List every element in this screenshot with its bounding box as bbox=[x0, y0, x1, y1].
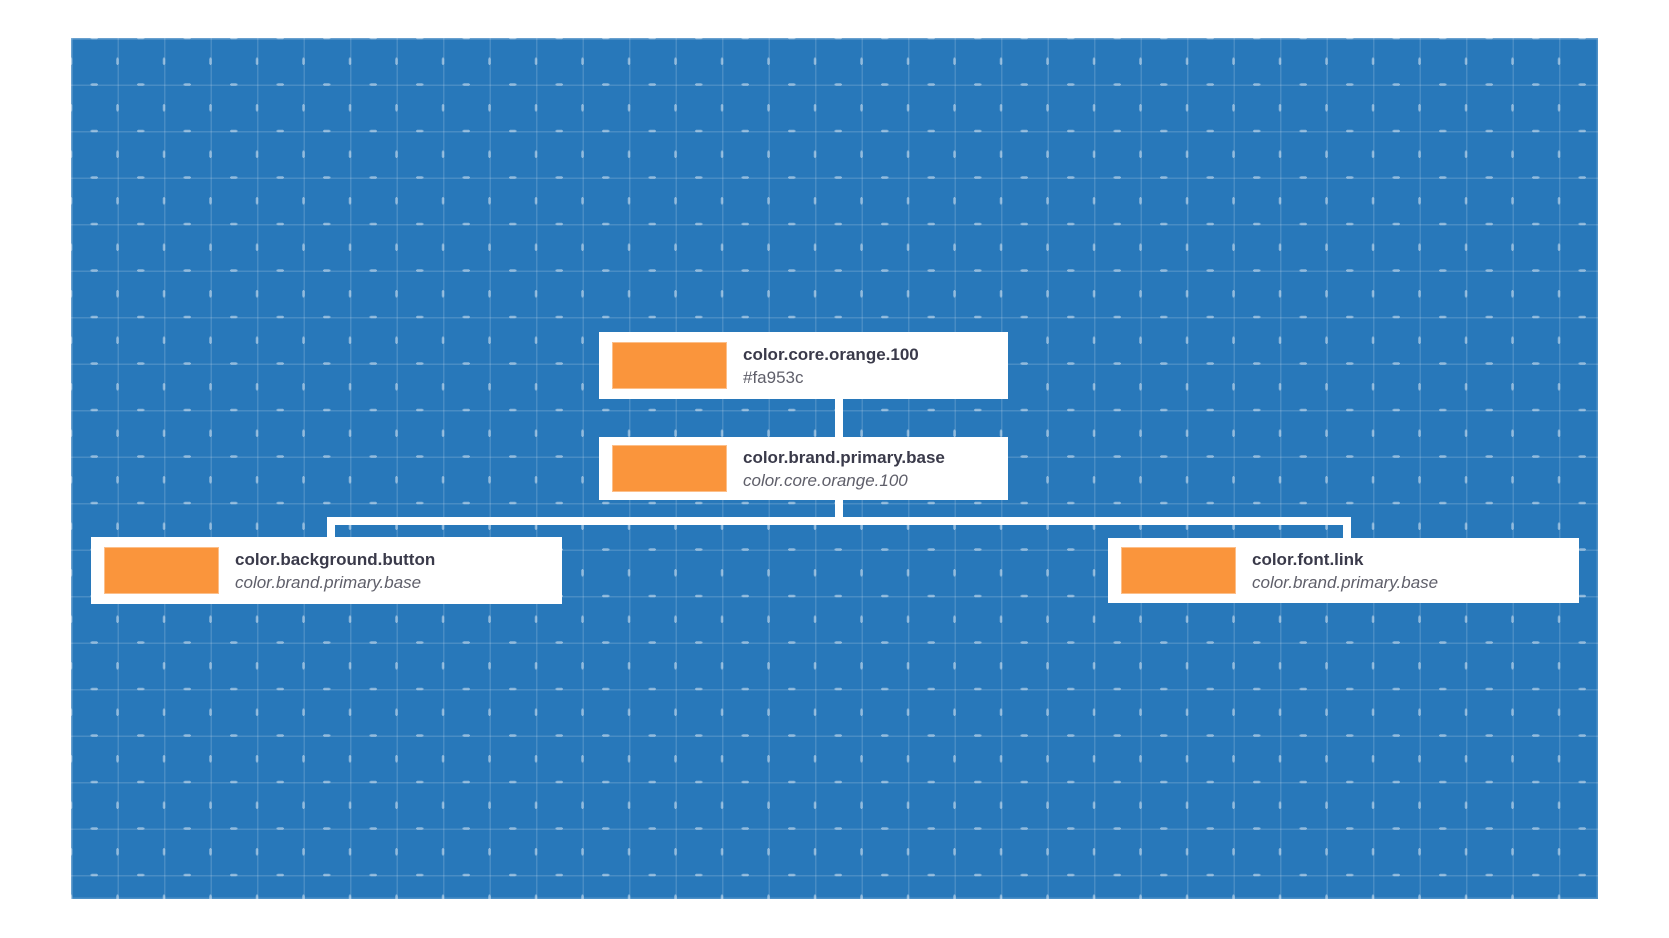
connector-drop-left-child bbox=[327, 517, 335, 540]
token-alias-reference: color.core.orange.100 bbox=[743, 470, 908, 490]
color-swatch bbox=[612, 445, 727, 492]
connector-drop-right-child bbox=[1343, 517, 1351, 541]
token-value: #fa953c bbox=[743, 367, 804, 387]
color-swatch bbox=[104, 547, 219, 594]
token-node-color-brand-primary-base[interactable]: color.brand.primary.base color.core.oran… bbox=[599, 437, 1008, 500]
token-alias-reference: color.brand.primary.base bbox=[235, 572, 422, 592]
token-name: color.brand.primary.base bbox=[743, 447, 945, 467]
token-node-color-core-orange-100[interactable]: color.core.orange.100 #fa953c bbox=[599, 332, 1008, 399]
token-node-color-font-link[interactable]: color.font.link color.brand.primary.base bbox=[1108, 538, 1579, 603]
token-name: color.font.link bbox=[1252, 549, 1364, 569]
connector-bus bbox=[327, 517, 1351, 525]
token-node-color-background-button[interactable]: color.background.button color.brand.prim… bbox=[91, 537, 562, 604]
color-swatch bbox=[1121, 547, 1236, 594]
color-swatch bbox=[612, 342, 727, 389]
connector-mid-to-bus bbox=[835, 498, 843, 525]
token-alias-reference: color.brand.primary.base bbox=[1252, 572, 1439, 592]
token-name: color.core.orange.100 bbox=[743, 344, 919, 364]
connector-root-to-mid bbox=[835, 398, 843, 440]
blueprint-canvas[interactable]: color.core.orange.100 #fa953c color.bran… bbox=[71, 38, 1598, 899]
token-name: color.background.button bbox=[235, 549, 436, 569]
